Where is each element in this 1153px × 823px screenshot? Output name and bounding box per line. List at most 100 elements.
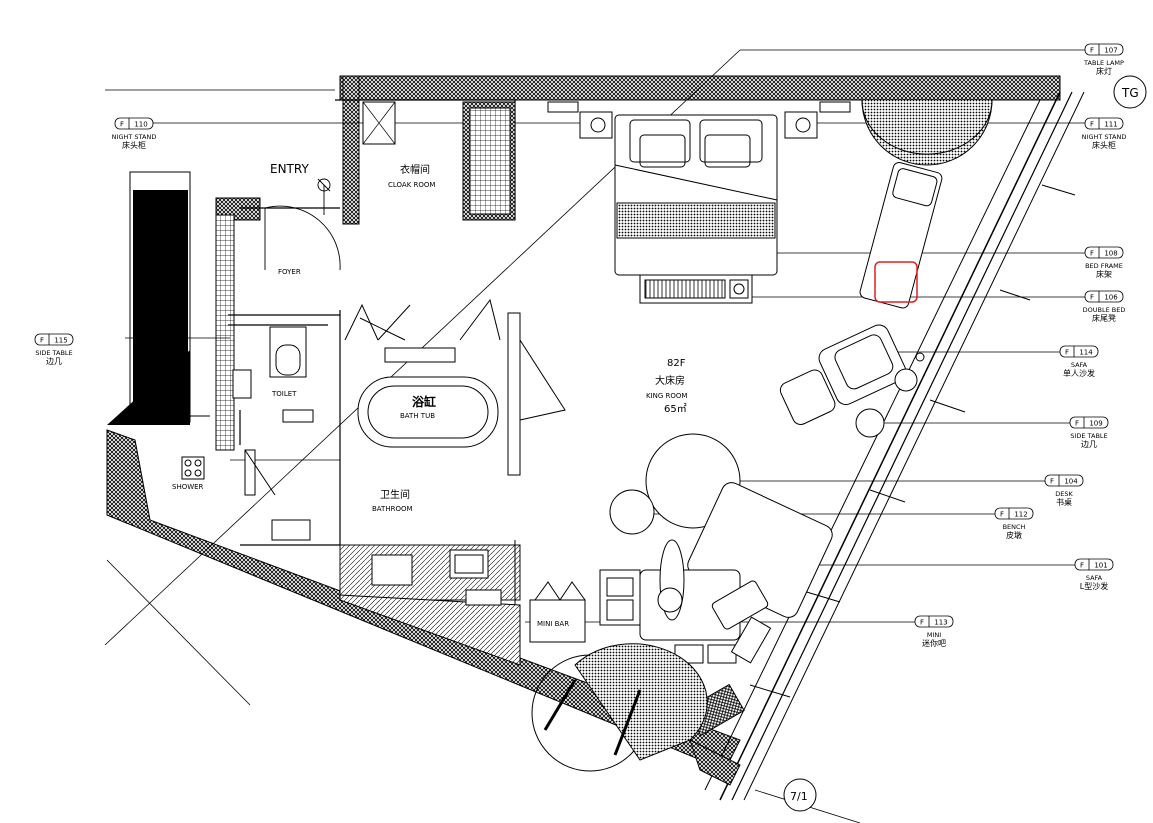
tag-cn-label: 单人沙发: [1063, 368, 1095, 378]
bath-tub: [344, 298, 566, 476]
tag-en-label: NIGHT STAND: [112, 133, 157, 141]
tag-code-label: 109: [1089, 420, 1102, 428]
tag-box: [1084, 290, 1124, 303]
tag-en-label: BED FRAME: [1085, 262, 1123, 270]
tag-f-label: F: [920, 619, 924, 627]
tag-en-label: NIGHT STAND: [1082, 133, 1127, 141]
tag-cn-label: 床头柜: [1092, 140, 1116, 150]
tag-cn-label: 床架: [1096, 269, 1112, 279]
king-room-en-label: KING ROOM: [646, 392, 687, 400]
sofa-chair: [779, 324, 925, 438]
tag-box: [1084, 117, 1124, 130]
tag-code-label: 110: [134, 121, 147, 129]
l-sofa: [599, 482, 833, 664]
tag-en-label: SAFA: [1086, 574, 1103, 582]
tag-f-label: F: [120, 121, 124, 129]
grid-marker-bottom: 7/1: [783, 778, 817, 812]
tag-f-label: F: [1080, 562, 1084, 570]
cloak-room: [362, 101, 516, 221]
tag-cn-label: 边几: [46, 356, 62, 366]
tag-cn-label: 迷你吧: [922, 638, 946, 648]
vanity: [371, 540, 516, 606]
tag-f-label: F: [1050, 478, 1054, 486]
foyer-label: FOYER: [278, 268, 301, 276]
bathtub-en-label: BATH TUB: [400, 412, 435, 420]
tag-en-label: DESK: [1055, 490, 1073, 498]
grid-marker-bottom-label: 7/1: [790, 790, 808, 803]
tag-en-label: SIDE TABLE: [1070, 432, 1107, 440]
tag-f-label: F: [40, 337, 44, 345]
tag-code-label: 108: [1104, 250, 1117, 258]
tag-code-label: 114: [1079, 349, 1093, 357]
toilet-area: [175, 326, 314, 541]
toilet-label: TOILET: [271, 390, 297, 398]
tag-code-label: 115: [54, 337, 67, 345]
tag-box: [34, 333, 74, 346]
tag-box: [1044, 474, 1084, 487]
tag-f-label: F: [1090, 121, 1094, 129]
tag-en-label: TABLE LAMP: [1083, 59, 1124, 67]
grid-marker-tg: TG: [1113, 75, 1147, 109]
tag-cn-label: 床灯: [1096, 66, 1112, 76]
tag-code-label: 113: [934, 619, 947, 627]
king-room-cn-label: 大床房: [655, 374, 685, 387]
planter-top: [861, 99, 993, 166]
bed: [547, 101, 851, 304]
tag-cn-label: 边几: [1081, 439, 1097, 449]
tag-box: [914, 615, 954, 628]
tag-box: [1069, 416, 1109, 429]
tag-box: [1084, 43, 1124, 56]
tag-cn-label: L型沙发: [1080, 581, 1108, 591]
lounge-chair: [859, 162, 943, 309]
tag-box: [1084, 246, 1124, 259]
tag-en-label: SIDE TABLE: [35, 349, 72, 357]
mini-bar: [529, 581, 586, 643]
tag-f-label: F: [1075, 420, 1079, 428]
planter-bottom: [531, 643, 708, 772]
room-labels: ENTRY 衣帽间 CLOAK ROOM FOYER TOILET 浴缸 BAT…: [172, 162, 687, 628]
entry-label: ENTRY: [270, 162, 309, 176]
tag-code-label: 111: [1104, 121, 1117, 129]
tag-box: [114, 117, 154, 130]
entry-door: [264, 178, 341, 271]
tag-box: [1059, 345, 1099, 358]
tag-cn-label: 皮墩: [1006, 530, 1022, 540]
cloak-room-en-label: CLOAK ROOM: [388, 181, 435, 189]
floor-label: 82F: [667, 358, 686, 369]
tag-en-label: SAFA: [1071, 361, 1088, 369]
tag-code-label: 112: [1014, 511, 1027, 519]
tag-en-label: MINI: [927, 631, 941, 639]
tag-code-label: 101: [1094, 562, 1107, 570]
walls: [106, 75, 1085, 801]
shower-label: SHOWER: [172, 483, 204, 491]
tag-cn-label: 床头柜: [122, 140, 146, 150]
tag-code-label: 104: [1064, 478, 1078, 486]
area-label: 65㎡: [664, 403, 687, 415]
tag-f-label: F: [1090, 47, 1094, 55]
tag-f-label: F: [1090, 250, 1094, 258]
tag-f-label: F: [1090, 294, 1094, 302]
tag-f-label: F: [1065, 349, 1069, 357]
bathtub-cn-label: 浴缸: [412, 394, 436, 409]
tag-box: [994, 507, 1034, 520]
tag-en-label: DOUBLE BED: [1083, 306, 1126, 314]
grid-marker-tg-label: TG: [1121, 86, 1139, 100]
tag-box: [1074, 558, 1114, 571]
bathroom-en-label: BATHROOM: [372, 505, 413, 513]
bathroom-cn-label: 卫生间: [380, 488, 410, 501]
tag-f-label: F: [1000, 511, 1004, 519]
